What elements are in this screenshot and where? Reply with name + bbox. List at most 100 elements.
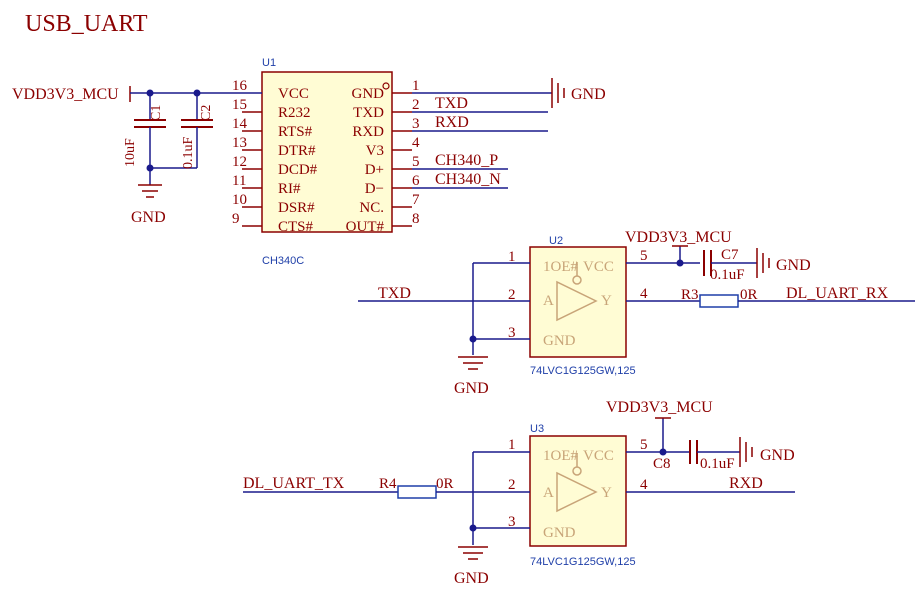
u1-pin-name: VCC [278,86,309,102]
u1-gnd-label: GND [571,86,606,103]
u3-rxd-label: RXD [729,475,763,492]
u2-body [529,246,627,358]
u2-vdd-label: VDD3V3_MCU [625,229,732,246]
u1-pin-name: RI# [278,181,301,197]
gnd-symbol-u3 [458,546,488,560]
r3-body [699,294,739,308]
u1-vdd-label: VDD3V3_MCU [12,86,119,103]
u1-pin-name: RXD [352,124,384,140]
rxd-net-label: RXD [435,114,469,131]
u3-chip[interactable]: U3 74LVC1G125GW,125 1OE# VCC A Y GND [529,423,636,568]
c8-ref: C8 [653,456,671,472]
u1-pin-number: 11 [232,173,246,189]
u1-pin-number: 9 [232,211,240,227]
u2-buffer-icon [556,280,598,322]
r4-ref: R4 [379,476,397,492]
c7-ref: C7 [721,247,739,263]
u1-pin-number: 10 [232,192,247,208]
c8-gnd-label: GND [760,447,795,464]
u1-pin-number: 6 [412,173,420,189]
u2-a-label: A [543,293,554,309]
u1-pin-name: D+ [365,162,384,178]
c7-value: 0.1uF [710,267,745,283]
c2-ref: C2 [199,105,214,121]
u1-pin-name: CTS# [278,219,314,235]
u1-pin-number: 13 [232,135,247,151]
gnd-symbol-caps [138,184,162,198]
c2-value: 0.1uF [181,137,196,170]
u3-ref: U3 [530,423,544,435]
gnd-symbol-u2 [458,356,488,370]
c7-gnd-label: GND [776,257,811,274]
c8-value: 0.1uF [700,456,735,472]
u3-vcc-label: VCC [583,448,614,464]
u1-pin-name: DTR# [278,143,316,159]
u1-pin-number: 1 [412,78,420,94]
u2-pin5-num: 5 [640,248,648,264]
r3-value: 0R [740,287,758,303]
u1-pin-number: 8 [412,211,420,227]
u3-vdd-label: VDD3V3_MCU [606,399,713,416]
u2-pin1-num: 1 [508,249,516,265]
u1-pin-name: GND [352,86,385,102]
u3-buffer-icon [556,471,598,513]
u1-pin-name: DCD# [278,162,318,178]
u1-pin1-marker [382,82,390,90]
junction [193,89,201,97]
sheet-title: USB_UART [25,11,148,37]
u1-pin-number: 16 [232,78,248,94]
gnd-symbol-u1 [551,78,565,108]
junction [469,524,477,532]
c1-value: 10uF [123,138,138,167]
u1-pin-number: 4 [412,135,420,151]
u3-y-label: Y [601,485,612,501]
u1-pin-name: OUT# [346,219,385,235]
u1-chip[interactable]: U1 CH340C [261,57,393,267]
u3-a-label: A [543,485,554,501]
u3-gnd-net-label: GND [454,570,489,587]
u2-y-label: Y [601,293,612,309]
gnd-symbol-c7 [756,248,770,278]
r4-value: 0R [436,476,454,492]
u1-pin-name: V3 [366,143,384,159]
u2-vcc-label: VCC [583,259,614,275]
u3-pin5-num: 5 [640,437,648,453]
u2-ref: U2 [549,235,563,247]
u2-pin4-num: 4 [640,286,648,302]
u3-pin3-num: 3 [508,514,516,530]
ch340p-net-label: CH340_P [435,152,498,169]
u3-oe-label: 1OE# [543,448,578,464]
dl-uart-tx-label: DL_UART_TX [243,475,345,492]
r3-ref: R3 [681,287,699,303]
u2-pin2-num: 2 [508,287,516,303]
u2-oe-label: 1OE# [543,259,578,275]
gnd-label: GND [131,209,166,226]
u2-chip[interactable]: U2 74LVC1G125GW,125 1OE# VCC A Y GND [529,235,636,377]
u1-pin-name: RTS# [278,124,313,140]
junction [146,89,154,97]
u1-pin-number: 7 [412,192,420,208]
u1-pin-name: NC. [359,200,384,216]
u1-pin-number: 2 [412,97,420,113]
u2-gnd-label: GND [543,333,576,349]
u3-pin1-num: 1 [508,437,516,453]
u1-pin-name: D− [365,181,384,197]
gnd-symbol-c8 [739,437,753,467]
u1-pin-number: 14 [232,116,248,132]
junction [146,164,154,172]
u1-pin-number: 5 [412,154,420,170]
txd-net-label: TXD [435,95,468,112]
u3-pin4-num: 4 [640,477,648,493]
u1-part: CH340C [262,255,304,267]
u1-ref: U1 [262,57,276,69]
u2-txd-label: TXD [378,285,411,302]
u3-part: 74LVC1G125GW,125 [530,556,636,568]
r4-body [397,485,437,499]
u1-pin-name: DSR# [278,200,315,216]
u1-pin-number: 15 [232,97,247,113]
junction [469,335,477,343]
c1-ref: C1 [149,105,164,121]
u1-pin-number: 12 [232,154,247,170]
